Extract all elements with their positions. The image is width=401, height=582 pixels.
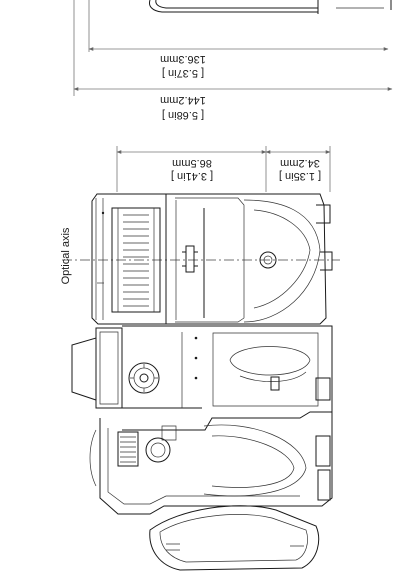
dim-total-width-in: [ 5.68in ] bbox=[162, 109, 204, 121]
top-plate bbox=[166, 193, 333, 325]
dim-lens-offset-mm: 86.5mm bbox=[172, 157, 212, 169]
top-strap-fragment bbox=[149, 0, 392, 14]
grip bbox=[89, 412, 333, 515]
lens-grip-ribs bbox=[123, 214, 149, 307]
lower-strap bbox=[149, 505, 320, 571]
viewfinder bbox=[71, 327, 123, 409]
rear-body bbox=[122, 325, 333, 431]
dim-body-width-mm: 136.3mm bbox=[160, 53, 206, 65]
dim-strap-offset-in: [ 1.35in ] bbox=[279, 170, 321, 182]
dim-total-width-mm: 144.2mm bbox=[160, 94, 206, 106]
dim-body-width-in: [ 5.37in ] bbox=[162, 67, 204, 79]
dim-strap-offset-mm: 34.2mm bbox=[280, 157, 320, 169]
dimension-lens-offset: 86.5mm [ 3.41in ] 34.2mm [ 1.35in ] bbox=[116, 146, 331, 192]
lens-barrel bbox=[91, 193, 167, 325]
dim-lens-offset-in: [ 3.41in ] bbox=[171, 170, 213, 182]
optical-axis: Optical axis bbox=[60, 227, 340, 284]
dimension-total-width: 144.2mm [ 5.68in ] bbox=[73, 0, 393, 121]
optical-axis-label: Optical axis bbox=[60, 227, 72, 284]
dimension-body-width: 136.3mm [ 5.37in ] bbox=[88, 0, 389, 79]
camera-body bbox=[71, 193, 333, 571]
